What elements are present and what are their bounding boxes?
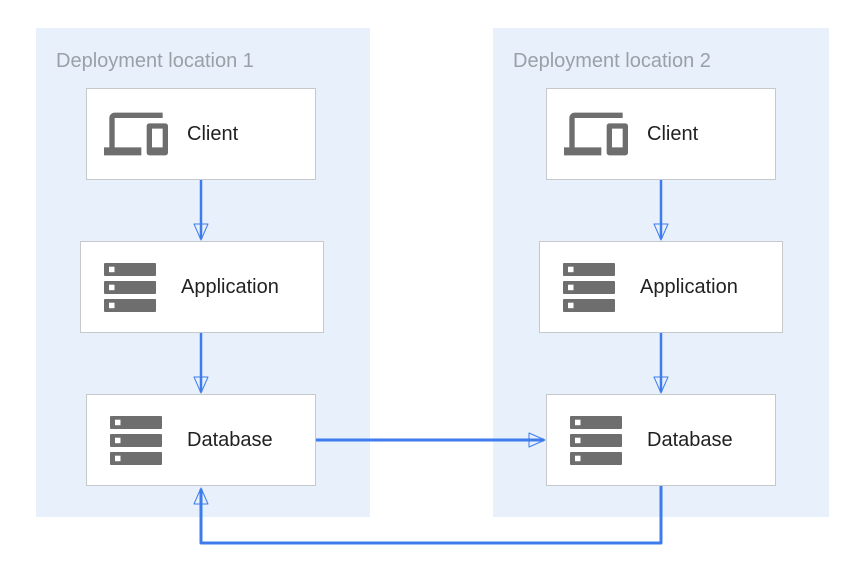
node-database-1: Database [86, 394, 316, 486]
devices-icon [563, 102, 629, 166]
node-client-2: Client [546, 88, 776, 180]
node-label: Database [647, 428, 733, 451]
node-database-2: Database [546, 394, 776, 486]
devices-icon [103, 102, 169, 166]
node-label: Application [181, 275, 279, 298]
panel-title: Deployment location 1 [56, 50, 254, 72]
panel-title: Deployment location 2 [513, 50, 711, 72]
node-application-1: Application [80, 241, 324, 333]
server-stack-icon [563, 415, 629, 465]
node-label: Client [187, 122, 239, 145]
node-application-2: Application [539, 241, 783, 333]
node-label: Database [187, 428, 273, 451]
node-label: Application [640, 275, 738, 298]
server-stack-icon [97, 262, 163, 312]
server-stack-icon [556, 262, 622, 312]
node-client-1: Client [86, 88, 316, 180]
node-label: Client [647, 122, 699, 145]
server-stack-icon [103, 415, 169, 465]
